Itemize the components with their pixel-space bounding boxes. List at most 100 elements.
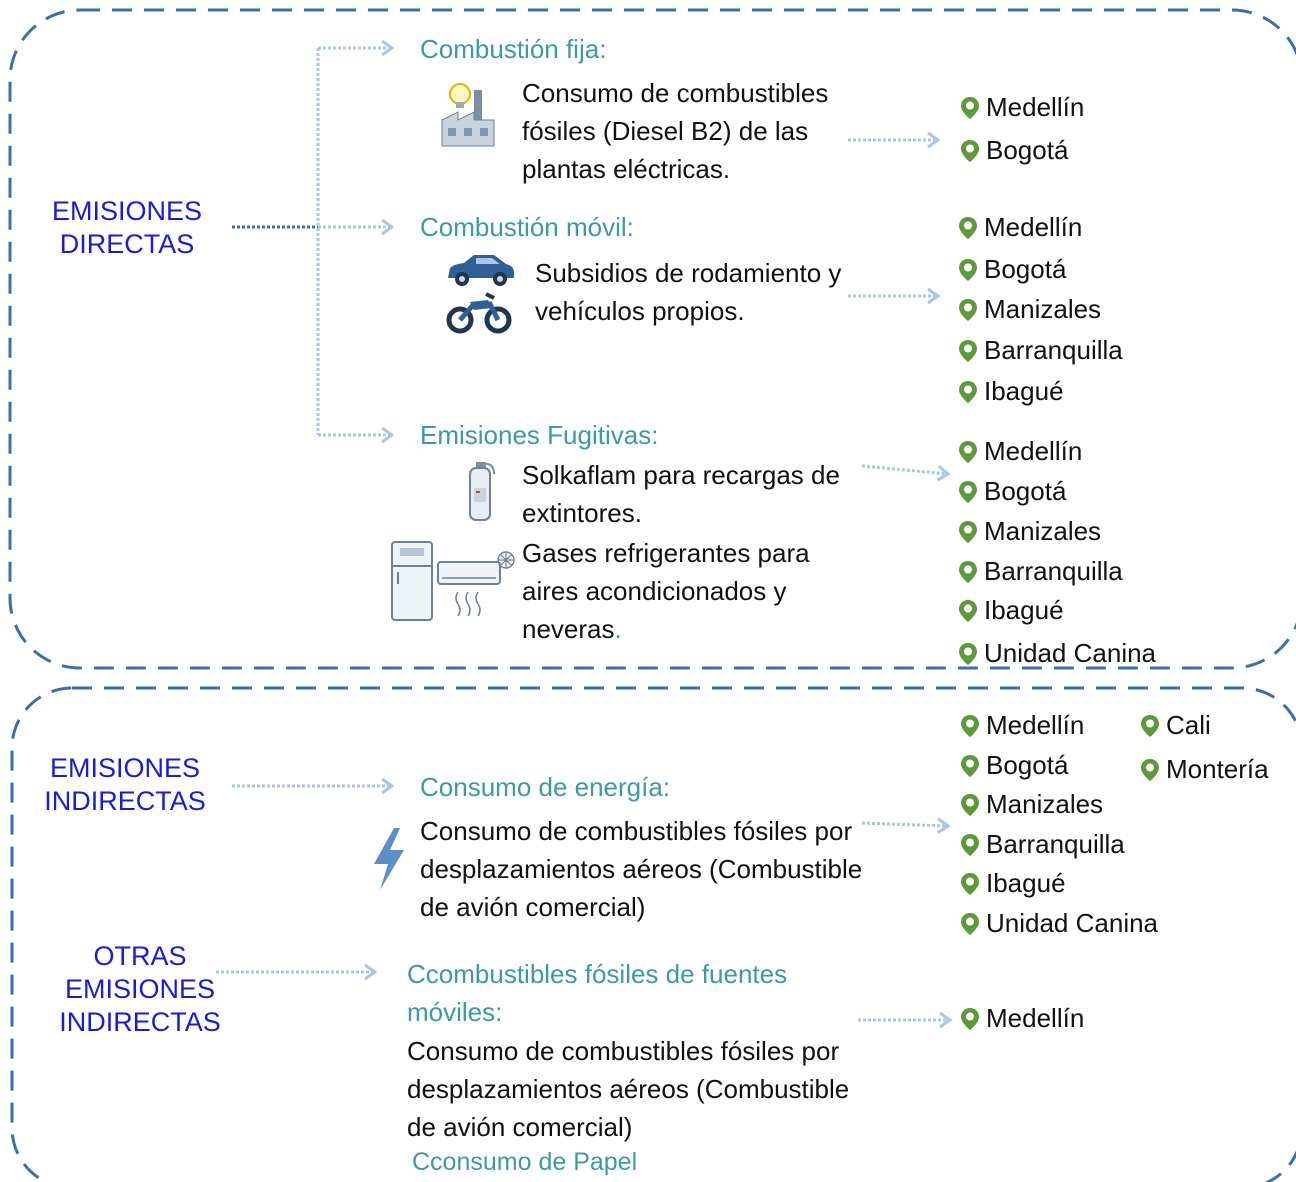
- location-pin-icon: [960, 793, 980, 817]
- lightning-icon: [370, 826, 408, 892]
- paper-consumption-heading: Cconsumo de Papel: [412, 1148, 638, 1176]
- location-pin-icon: [960, 912, 980, 936]
- list-item: Bogotá: [958, 254, 1066, 285]
- factory-lightbulb-icon: [438, 80, 498, 150]
- mobile-fossil-fuels-description: Consumo de combustibles fósiles por desp…: [407, 1036, 850, 1142]
- list-item: Ibagué: [960, 868, 1066, 899]
- location-label: Ibagué: [984, 376, 1064, 406]
- location-pin-icon: [958, 339, 978, 363]
- indirect-emissions-title: EMISIONES INDIRECTAS: [40, 752, 210, 818]
- list-item: Unidad Canina: [958, 638, 1156, 669]
- location-label: Bogotá: [984, 476, 1067, 506]
- fixed-combustion-heading: Combustión fija:: [420, 34, 607, 64]
- location-pin-icon: [958, 258, 978, 282]
- location-pin-icon: [960, 1007, 980, 1031]
- location-label: Barranquilla: [986, 829, 1125, 859]
- list-item: Bogotá: [958, 476, 1066, 507]
- list-item: Manizales: [960, 789, 1103, 820]
- location-label: Bogotá: [986, 135, 1069, 165]
- location-label: Manizales: [984, 294, 1102, 324]
- car-icon: [444, 252, 516, 288]
- mobile-fossil-heading-line1: Ccombustibles fósiles de fuentes: [407, 959, 788, 989]
- indirect-emissions-border: [10, 686, 1296, 1182]
- location-label: Cali: [1166, 710, 1211, 740]
- indirect-title-line1: EMISIONES: [49, 753, 201, 783]
- refrigerant-description: Gases refrigerantes para aires acondicio…: [522, 534, 852, 648]
- location-pin-icon: [960, 714, 980, 738]
- location-label: Montería: [1166, 754, 1269, 784]
- direct-emissions-border: [8, 8, 1296, 670]
- energy-consumption-heading: Consumo de energía:: [420, 772, 671, 802]
- list-item: Medellín: [960, 710, 1084, 741]
- list-item: Cali: [1140, 710, 1211, 741]
- other-title-line1: OTRAS: [93, 941, 187, 971]
- location-pin-icon: [960, 754, 980, 778]
- mobile-combustion-description: Subsidios de rodamiento y vehículos prop…: [535, 258, 842, 326]
- location-pin-icon: [960, 872, 980, 896]
- direct-title-line2: DIRECTAS: [59, 229, 195, 259]
- mobile-fossil-heading-line2: móviles:: [407, 997, 503, 1027]
- location-label: Medellín: [986, 710, 1085, 740]
- list-item: Unidad Canina: [960, 908, 1158, 939]
- location-pin-icon: [958, 298, 978, 322]
- location-pin-icon: [958, 520, 978, 544]
- fugitive-emissions-heading: Emisiones Fugitivas:: [420, 420, 659, 450]
- location-pin-icon: [960, 833, 980, 857]
- extinguisher-description: Solkaflam para recargas de extintores.: [522, 460, 840, 528]
- motorcycle-icon: [446, 290, 512, 334]
- location-label: Unidad Canina: [984, 638, 1157, 668]
- location-pin-icon: [1140, 758, 1160, 782]
- location-label: Manizales: [984, 516, 1102, 546]
- mobile-fossil-fuels-heading: Ccombustibles fósiles de fuentes móviles…: [407, 955, 787, 1031]
- location-pin-icon: [958, 642, 978, 666]
- location-label: Ibagué: [986, 868, 1066, 898]
- location-label: Ibagué: [984, 595, 1064, 625]
- location-pin-icon: [958, 480, 978, 504]
- list-item: Barranquilla: [958, 335, 1123, 366]
- direct-title-line1: EMISIONES: [51, 196, 203, 226]
- location-label: Manizales: [986, 789, 1104, 819]
- direct-emissions-title: EMISIONES DIRECTAS: [42, 195, 212, 261]
- list-item: Medellín: [958, 436, 1082, 467]
- other-indirect-emissions-title: OTRAS EMISIONES INDIRECTAS: [40, 940, 240, 1039]
- list-item: Ibagué: [958, 376, 1064, 407]
- location-pin-icon: [958, 560, 978, 584]
- list-item: Medellín: [958, 212, 1082, 243]
- list-item: Manizales: [958, 294, 1101, 325]
- energy-consumption-description: Consumo de combustibles fósiles por desp…: [420, 816, 863, 922]
- location-pin-icon: [960, 96, 980, 120]
- location-pin-icon: [1140, 714, 1160, 738]
- other-title-line3: INDIRECTAS: [59, 1007, 221, 1037]
- list-item: Manizales: [958, 516, 1101, 547]
- location-pin-icon: [958, 216, 978, 240]
- location-label: Medellín: [986, 92, 1085, 122]
- location-label: Barranquilla: [984, 556, 1123, 586]
- indirect-title-line2: INDIRECTAS: [44, 786, 206, 816]
- location-label: Bogotá: [984, 254, 1067, 284]
- fridge-air-conditioner-icon: [388, 540, 518, 622]
- location-pin-icon: [958, 380, 978, 404]
- list-item: Bogotá: [960, 135, 1068, 166]
- location-label: Medellín: [986, 1003, 1085, 1033]
- location-label: Medellín: [984, 212, 1083, 242]
- location-pin-icon: [958, 599, 978, 623]
- location-label: Bogotá: [986, 750, 1069, 780]
- location-pin-icon: [960, 139, 980, 163]
- list-item: Medellín: [960, 1003, 1084, 1034]
- other-title-line2: EMISIONES: [64, 974, 216, 1004]
- location-label: Medellín: [984, 436, 1083, 466]
- fixed-combustion-description: Consumo de combustibles fósiles (Diesel …: [522, 78, 829, 184]
- refrigerant-description-end: .: [614, 614, 622, 644]
- list-item: Barranquilla: [960, 829, 1125, 860]
- list-item: Bogotá: [960, 750, 1068, 781]
- list-item: Barranquilla: [958, 556, 1123, 587]
- mobile-combustion-heading: Combustión móvil:: [420, 212, 634, 242]
- location-label: Barranquilla: [984, 335, 1123, 365]
- location-label: Unidad Canina: [986, 908, 1159, 938]
- list-item: Medellín: [960, 92, 1084, 123]
- list-item: Montería: [1140, 754, 1269, 785]
- location-pin-icon: [958, 440, 978, 464]
- fire-extinguisher-icon: [462, 458, 498, 522]
- refrigerant-description-text: Gases refrigerantes para aires acondicio…: [522, 538, 810, 644]
